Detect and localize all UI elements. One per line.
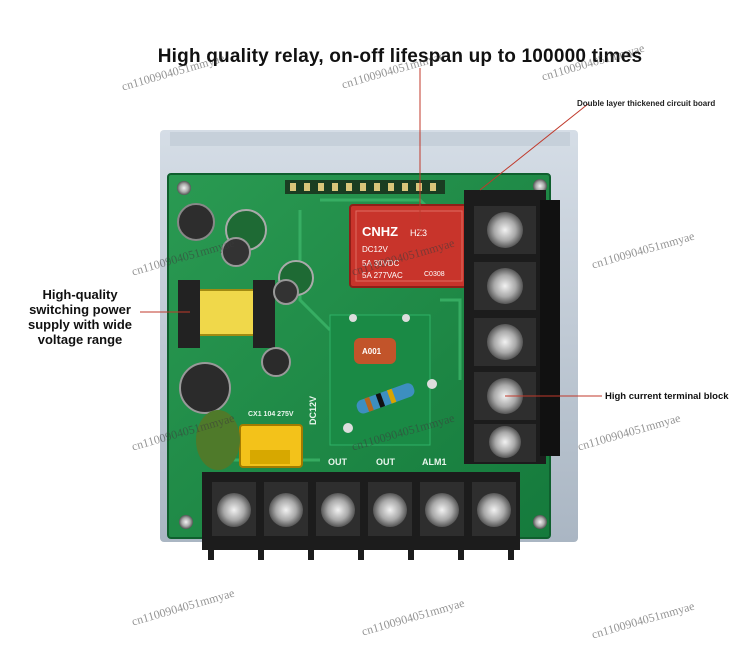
pin-header [285,180,445,194]
label-out-2: OUT [376,457,396,467]
label-dc12v: DC12V [308,396,318,425]
relay-brand: CNHZ [362,224,398,239]
callout-power-line-2: switching power [29,302,131,317]
callout-power-line-4: voltage range [37,332,123,347]
capacitors [177,203,314,414]
label-out-1: OUT [328,457,348,467]
callout-pcb: Double layer thickened circuit board [577,99,716,108]
callout-power-line-1: High-quality [42,287,118,302]
label-alm1: ALM1 [422,457,447,467]
relay-code: C0308 [424,271,445,278]
transformer [178,280,275,348]
small-components [329,314,437,446]
relay-coil: DC12V [362,245,388,254]
callout-power-line-3: supply with wide [27,317,132,332]
headline: High quality relay, on-off lifespan up t… [157,46,643,67]
relay-rating-ac: 5A 277VAC [362,271,403,280]
callout-terminal: High current terminal block [605,391,729,402]
relay-rating-dc: 5A 30VDC [362,259,400,268]
right-terminal-block [464,190,560,464]
callout-power-supply: High-quality switching power supply with… [20,287,140,347]
label-resistor: A001 [362,347,382,356]
bottom-terminal-block [202,472,520,560]
label-cap: CX1 104 275V [248,411,294,418]
relay-model: HZ3 [410,228,427,238]
